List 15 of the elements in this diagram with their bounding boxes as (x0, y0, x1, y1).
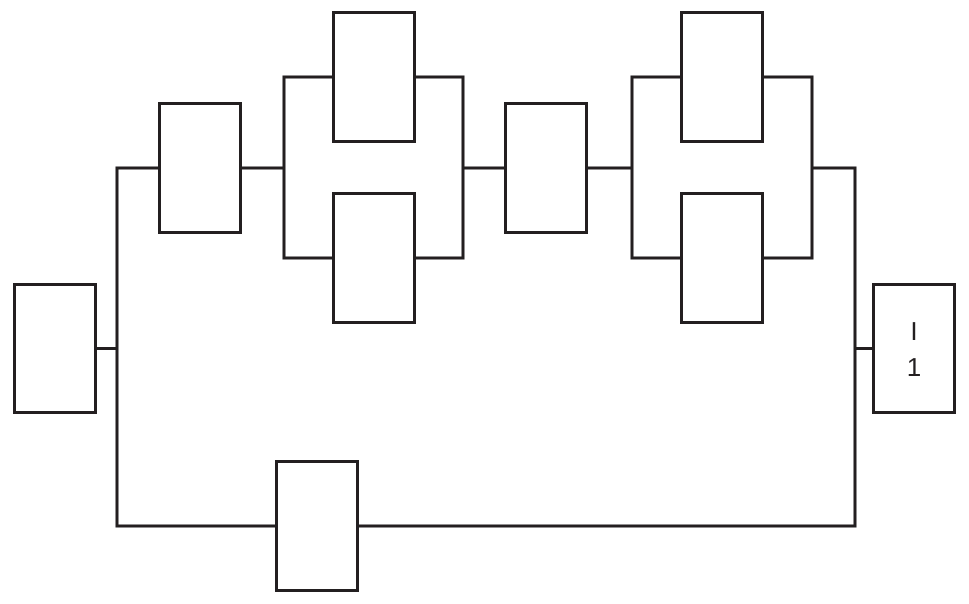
block-label: I (910, 314, 918, 348)
block-box (332, 11, 416, 143)
connector-line (97, 347, 275, 528)
connector-line (588, 166, 680, 260)
block-box (13, 283, 97, 414)
connector-line (416, 166, 504, 260)
block-label: 1 (906, 350, 922, 384)
block-box (504, 102, 588, 234)
block-box (680, 192, 764, 324)
block-box (332, 192, 416, 324)
block-box (872, 283, 956, 414)
connector-line (242, 166, 332, 260)
block-box (680, 11, 764, 143)
block-box (158, 102, 242, 234)
block-box (275, 460, 359, 592)
